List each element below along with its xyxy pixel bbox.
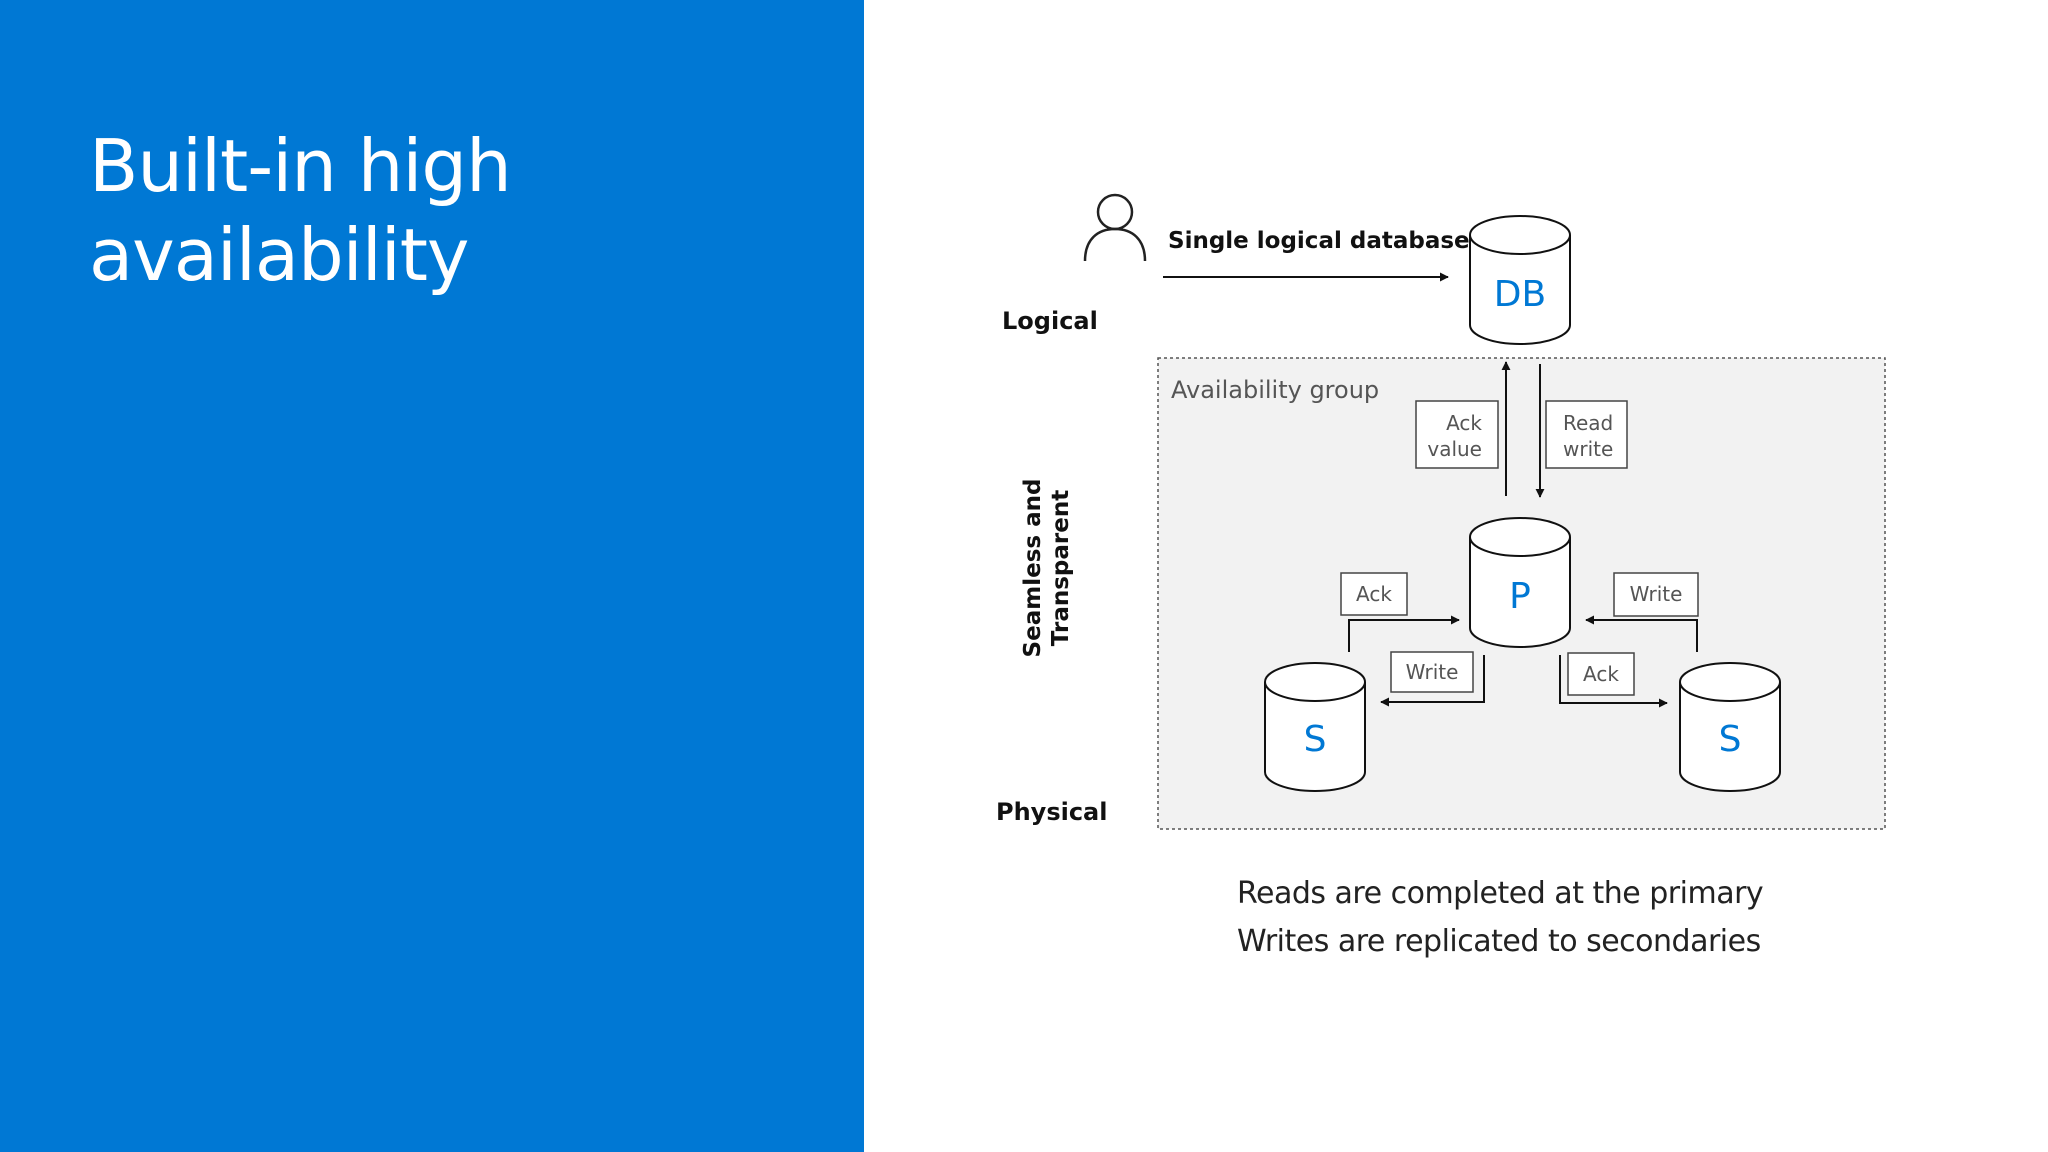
ack-right-label: Ack: [1583, 662, 1619, 686]
write-left-label: Write: [1406, 660, 1459, 684]
slide-title-line2: availability: [89, 213, 470, 297]
seamless-label-line1: Seamless and: [1020, 479, 1046, 658]
slide-title-line1: Built-in high: [89, 124, 512, 208]
read-write-box: [1545, 400, 1628, 469]
availability-group-label: Availability group: [1171, 376, 1379, 404]
secondary-left-label: S: [1304, 719, 1327, 760]
write-left-arrow: [1380, 655, 1485, 707]
db-label: DB: [1494, 274, 1546, 315]
ack-value-line1: Ack: [1446, 411, 1482, 435]
write-left-box: [1390, 651, 1474, 693]
physical-label: Physical: [996, 798, 1107, 826]
secondary-left-cylinder: S: [1264, 662, 1366, 792]
primary-label: P: [1509, 576, 1531, 617]
db-cylinder: DB: [1469, 215, 1571, 345]
ack-left-arrow: [1348, 615, 1460, 652]
primary-cylinder: P: [1469, 517, 1571, 648]
ack-right-box: [1567, 652, 1635, 696]
single-logical-database-label: Single logical database: [1168, 228, 1470, 254]
write-right-box: [1613, 572, 1699, 617]
ack-right-arrow: [1559, 655, 1668, 708]
user-icon: [1083, 193, 1147, 262]
write-right-arrow: [1585, 615, 1698, 652]
logical-label: Logical: [1002, 307, 1098, 335]
seamless-label-line2: Transparent: [1048, 490, 1074, 646]
secondary-right-label: S: [1719, 719, 1742, 760]
ack-value-box: [1415, 400, 1499, 469]
slide-title: Built-in high availability: [89, 122, 809, 300]
caption-writes: Writes are replicated to secondaries: [1237, 924, 1761, 959]
ack-left-label: Ack: [1356, 582, 1392, 606]
read-write-line2: write: [1563, 437, 1613, 461]
title-panel: Built-in high availability: [0, 0, 864, 1152]
ack-value-line2: value: [1427, 437, 1482, 461]
write-right-label: Write: [1630, 582, 1683, 606]
captions: Reads are completed at the primary Write…: [1237, 870, 1937, 966]
seamless-transparent-label: Seamless and Transparent: [1020, 479, 1074, 658]
secondary-right-cylinder: S: [1679, 662, 1781, 792]
ack-left-box: [1340, 572, 1408, 616]
read-write-line1: Read: [1563, 411, 1613, 435]
caption-reads: Reads are completed at the primary: [1237, 876, 1764, 911]
